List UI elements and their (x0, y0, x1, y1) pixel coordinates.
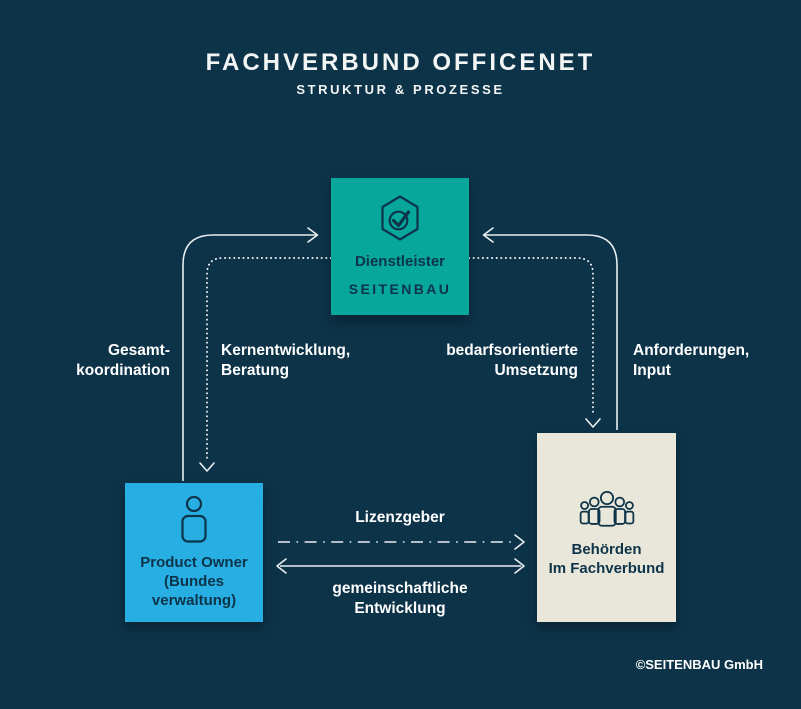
edge-label-lizenzgeber: Lizenzgeber (355, 509, 445, 526)
page-title: FACHVERBUND OFFICENET (205, 49, 596, 76)
edge-label-bedarfsorientierte-umsetzung: bedarfsorientierte Umsetzung (446, 342, 578, 379)
edge-label-anforderungen: Anforderungen, Input (633, 342, 750, 379)
edge-label-kernentwicklung: Kernentwicklung, Beratung (221, 342, 351, 379)
node-product-owner-line3: verwaltung) (151, 592, 237, 609)
person-icon (181, 495, 207, 543)
node-product-owner-line1: Product Owner (140, 554, 248, 571)
edge-anforderungen-arrowhead (482, 227, 494, 243)
node-dienstleister: Dienstleister SEITENBAU (331, 178, 469, 315)
node-dienstleister-label: Dienstleister (354, 253, 446, 270)
node-product-owner-line2: (Bundes (164, 573, 224, 590)
edge-lizenzgeber-arrowhead (514, 534, 525, 550)
node-dienstleister-org: SEITENBAU (348, 281, 452, 297)
edge-label-gemeinschaftliche-entwicklung: gemeinschaftliche Entwicklung (332, 580, 468, 617)
page-subtitle: STRUKTUR & PROZESSE (296, 82, 505, 97)
node-behoerden: Behörden Im Fachverbund (537, 433, 676, 622)
edge-gesamtkoordination-arrowhead (307, 227, 319, 243)
edge-bedarfsorientierte-arrowhead (585, 418, 601, 428)
edge-label-gesamtkoordination: Gesamt- koordination (76, 342, 170, 379)
node-behoerden-line2: Im Fachverbund (548, 559, 665, 577)
copyright-notice: ©SEITENBAU GmbH (635, 657, 763, 672)
edge-kernentwicklung-arrowhead (199, 462, 215, 472)
edge-anforderungen-line (485, 234, 618, 430)
edge-bedarfsorientierte-line (468, 257, 594, 417)
node-behoerden-line1: Behörden (571, 540, 642, 558)
hexagon-check-icon (381, 195, 419, 241)
edge-gemeinschaftliche-arrowhead-left (276, 558, 287, 574)
node-product-owner: Product Owner (Bundes verwaltung) (125, 483, 263, 622)
group-icon (579, 490, 634, 527)
edge-gemeinschaftliche-arrowhead-right (514, 558, 525, 574)
